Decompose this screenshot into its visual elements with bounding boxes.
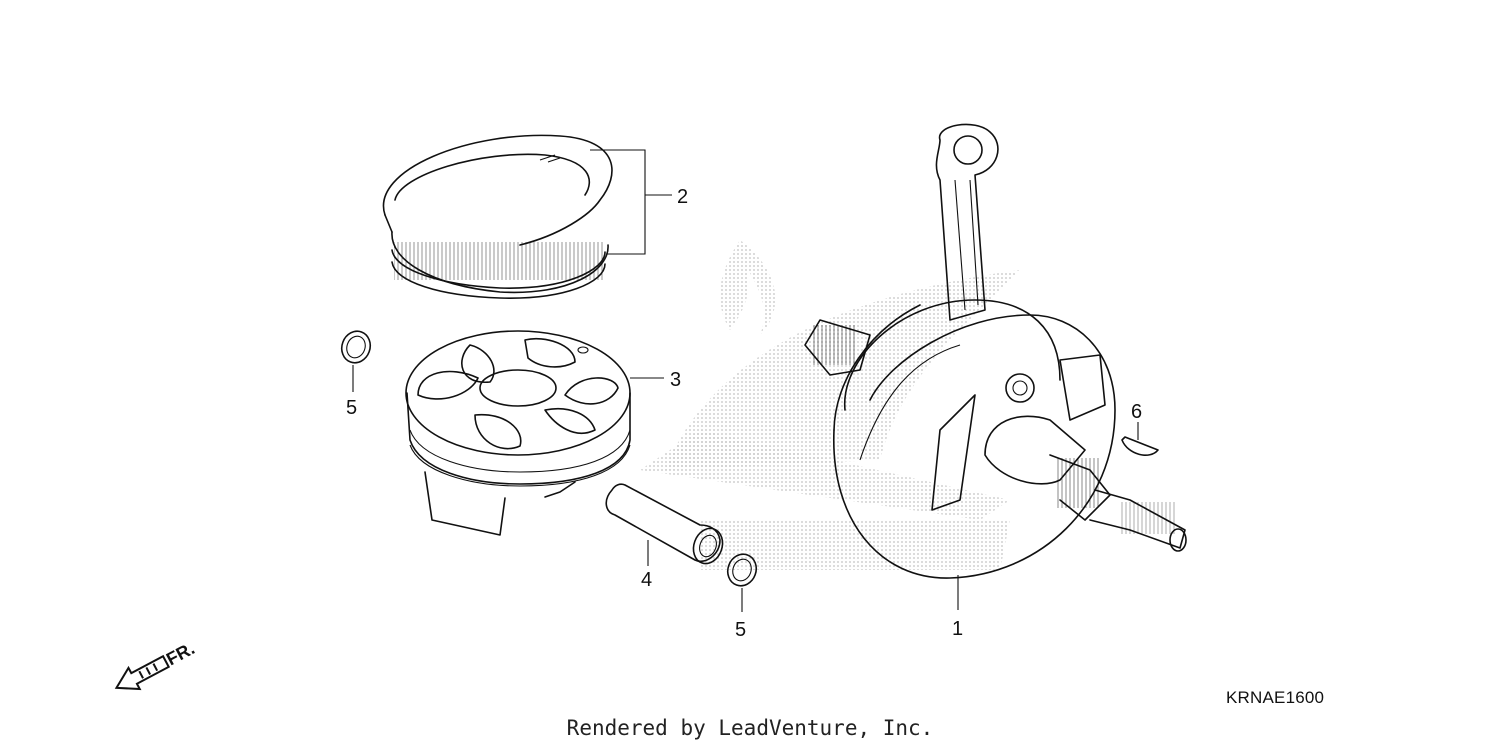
piston-ring-set[interactable] (382, 134, 613, 299)
front-arrow-icon: FR. (114, 638, 198, 691)
callout-number-6: 6 (1131, 401, 1142, 423)
piston-pin-clip-upper[interactable] (337, 327, 374, 367)
callout-number-5-upper: 5 (346, 397, 357, 419)
watermark-logo (640, 240, 1020, 570)
callout-number-3: 3 (670, 369, 681, 391)
callout-number-4: 4 (641, 569, 652, 591)
crankshaft[interactable] (804, 123, 1187, 579)
callout-number-2: 2 (677, 186, 688, 208)
diagram-code: KRNAE1600 (1226, 688, 1325, 707)
callout-number-1: 1 (952, 618, 963, 640)
footer-credit: Rendered by LeadVenture, Inc. (566, 716, 934, 740)
woodruff-key[interactable] (1121, 436, 1159, 456)
piston-pin[interactable] (605, 483, 727, 567)
piston[interactable] (405, 330, 631, 536)
piston-pin-clip-lower[interactable] (723, 550, 760, 590)
callout-number-5-lower: 5 (735, 619, 746, 641)
callout-2-leader (590, 149, 672, 255)
